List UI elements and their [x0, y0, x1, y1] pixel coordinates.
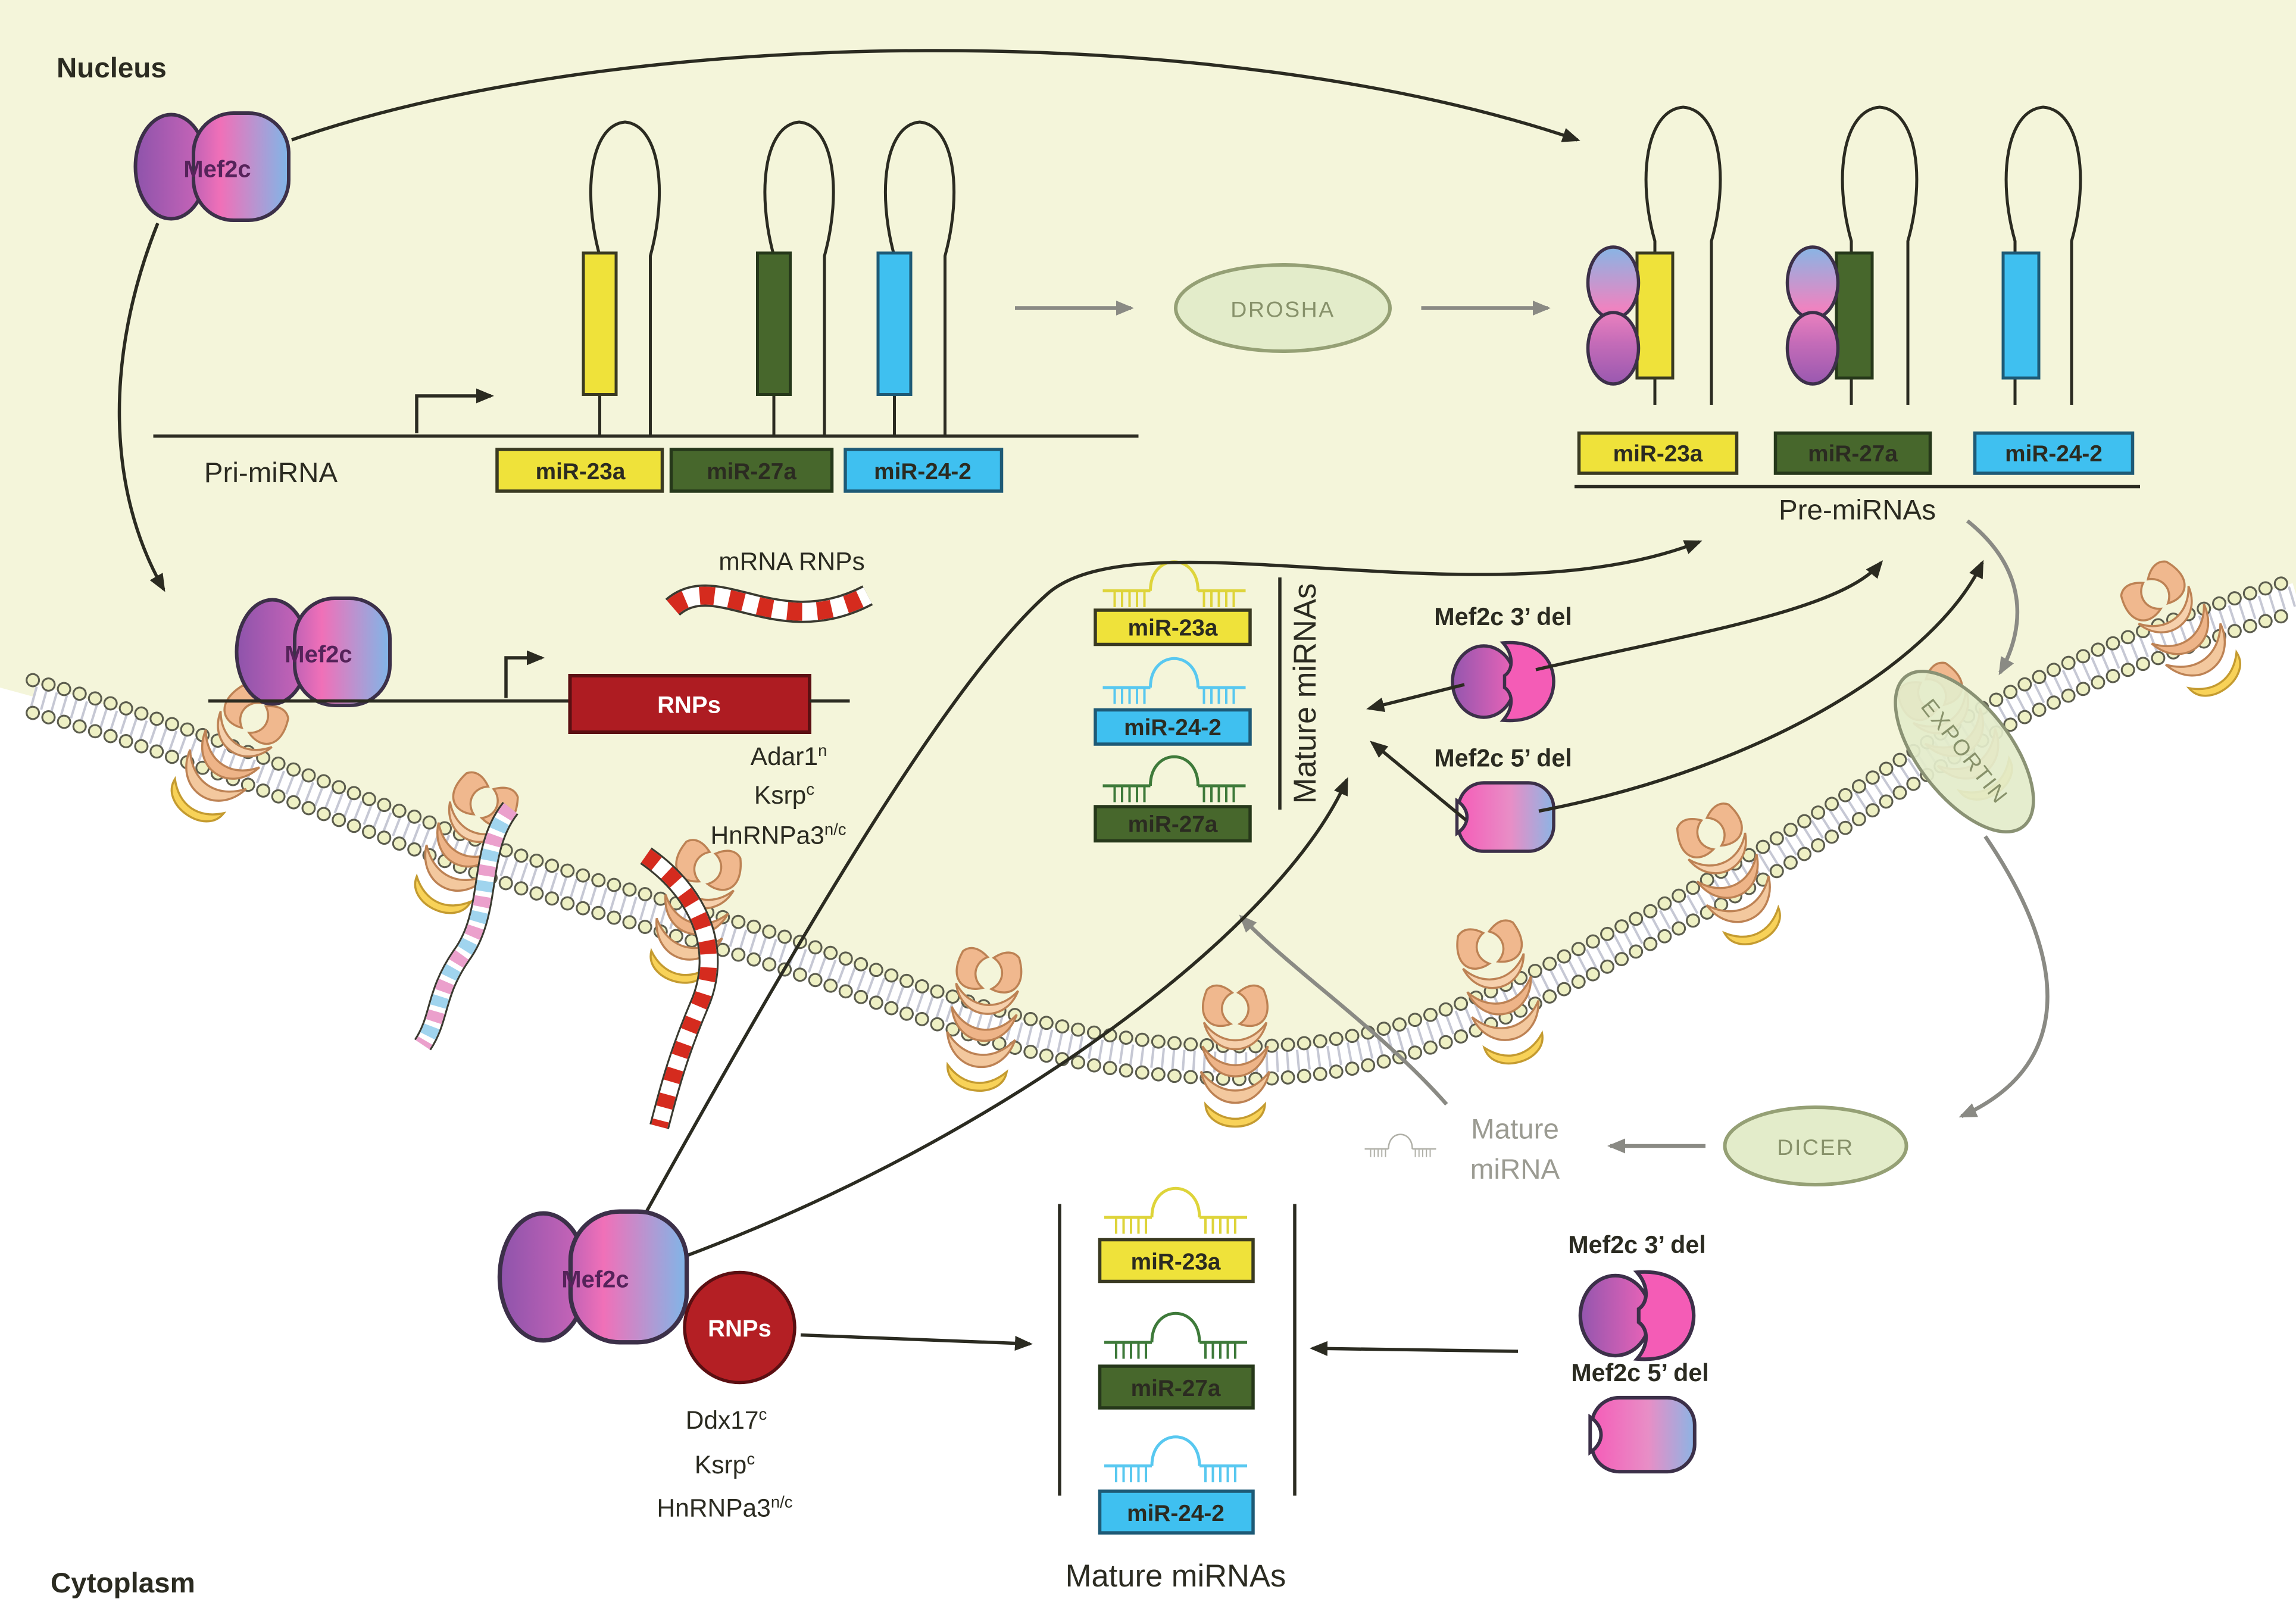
nuclear-cofactors: Adar1n Ksrpc HnRNPa3n/c — [710, 741, 846, 850]
arrow-3del-to-pre — [1535, 560, 1883, 671]
rnp-ribbon-pink — [414, 802, 519, 1051]
arrow-complex-to-mature-mid — [681, 777, 1349, 1260]
mef2c-bottom-label: Mef2c — [561, 1267, 629, 1293]
mature-mirnas-cytoplasm: miR-23a miR-27a miR-24-2 Mature miRNAs — [1058, 1188, 1297, 1594]
mef2c-3del-bottom-label: Mef2c 3’ del — [1568, 1231, 1706, 1258]
pri-mir27a-box-label: miR-27a — [707, 459, 796, 485]
arrow-complex-to-bottom-box — [800, 1333, 1033, 1351]
pre-mir27a-segment — [1835, 251, 1874, 380]
mef2c-3del-mid-label: Mef2c 3’ del — [1434, 603, 1572, 630]
pri-mirna-gene-boxes: miR-23a miR-27a miR-24-2 — [495, 448, 1004, 493]
mef2c-3del-bottom — [1580, 1272, 1694, 1360]
mef2c-5del-bottom — [1588, 1395, 1697, 1474]
arrow-exportin-to-dicer — [1958, 835, 2050, 1118]
mrna-rnps-label: mRNA RNPs — [719, 548, 865, 576]
promoter-arrow-rnps — [504, 650, 545, 698]
mef2c-row2-label: Mef2c — [285, 642, 352, 668]
mef2c-top: Mef2c — [136, 113, 289, 220]
rnp-ribbon-red — [640, 847, 719, 1129]
svg-text:HnRNPa3n/c: HnRNPa3n/c — [657, 1493, 792, 1523]
bottom-mir27a-label: miR-27a — [1131, 1376, 1221, 1401]
hnrnpa3-n-label: HnRNPa3 — [710, 822, 824, 850]
svg-text:Ddx17c: Ddx17c — [686, 1405, 767, 1435]
arrow-3del-to-mature — [1366, 683, 1465, 713]
arrow-5del-to-mature — [1370, 741, 1467, 822]
adar1-label: Adar1 — [751, 743, 818, 771]
ksrp-n-label: Ksrp — [754, 782, 806, 810]
mef2c-rnps-complex: Mef2c RNPs — [499, 1211, 796, 1385]
mid-mir27a-label: miR-27a — [1128, 812, 1218, 838]
cytoplasmic-cofactors: Ddx17c Ksrpc HnRNPa3n/c — [657, 1405, 792, 1523]
mature-bottom-label: Mature miRNAs — [1066, 1558, 1286, 1594]
drosha-ellipse — [1174, 263, 1392, 353]
ksrp-n-sup: c — [806, 780, 814, 798]
promoter-arrow-pri — [415, 388, 494, 433]
adar1-sup: n — [818, 741, 827, 760]
pri-mir23a-segment — [582, 251, 618, 396]
svg-text:Adar1n: Adar1n — [751, 741, 827, 771]
svg-text:HnRNPa3n/c: HnRNPa3n/c — [710, 820, 846, 850]
pri-mir242-segment — [876, 251, 913, 396]
dicer-label: DICER — [1777, 1135, 1854, 1160]
rnps-gene-label: RNPs — [657, 692, 721, 719]
arrow-5del-to-pre — [1538, 560, 1984, 813]
pre-mirnas-label: Pre-miRNAs — [1779, 495, 1936, 526]
pri-mirna-label: Pri-miRNA — [204, 457, 338, 489]
mef2c-top-label: Mef2c — [183, 157, 251, 183]
mef2c-5del-bottom-label: Mef2c 5’ del — [1571, 1359, 1709, 1386]
ksrp-c-sup: c — [746, 1450, 755, 1468]
ddx17-sup: c — [759, 1405, 767, 1423]
dicer-ellipse — [1723, 1105, 1908, 1186]
svg-text:Ksrpc: Ksrpc — [754, 780, 814, 810]
mef2c-3del-mid — [1452, 643, 1554, 721]
arrow-gray-to-nucleus — [1239, 914, 1448, 1106]
hnrnpa3-c-sup: n/c — [771, 1493, 793, 1511]
pri-mir27a-segment — [756, 251, 792, 396]
mid-mir242-label: miR-24-2 — [1124, 715, 1222, 741]
pre-mir23a-segment — [1635, 251, 1675, 380]
mature-gray-line1: Mature — [1471, 1114, 1559, 1145]
exportin-ellipse — [1894, 669, 2035, 834]
rnps-circle-label: RNPs — [708, 1316, 771, 1342]
cytoplasm-label: Cytoplasm — [51, 1567, 195, 1599]
mef2c-rnps-row: Mef2c RNPs — [208, 598, 850, 734]
mature-mid-label: Mature miRNAs — [1288, 583, 1323, 804]
arrow-mef2c-to-rnps-row — [117, 222, 165, 592]
pre-hairpins — [1644, 105, 2082, 405]
arrow-mef2c-to-premirna — [291, 49, 1580, 142]
pre-mir27a-box-label: miR-27a — [1808, 441, 1898, 467]
pri-hairpins — [589, 120, 956, 436]
mef2c-5del-mid-label: Mef2c 5’ del — [1434, 745, 1572, 772]
arrow-pre-to-exportin — [1966, 519, 2020, 676]
rnps-circle — [683, 1270, 796, 1385]
pre-mir242-segment — [2001, 251, 2041, 380]
pre-mirna-boxes: miR-23a miR-27a miR-24-2 — [1577, 431, 2135, 475]
mature-mirnas-nuclear: miR-23a miR-24-2 miR-27a Mature miRNAs — [1094, 562, 1323, 843]
bottom-mir23a-label: miR-23a — [1131, 1250, 1221, 1275]
nucleus-label: Nucleus — [57, 52, 167, 84]
ksrp-c-label: Ksrp — [695, 1451, 746, 1479]
mid-mir23a-label: miR-23a — [1128, 616, 1218, 641]
arrow-complex-to-pre — [638, 540, 1703, 1225]
mef2c-5del-mid — [1455, 781, 1555, 853]
drosha-label: DROSHA — [1230, 297, 1335, 322]
nucleus-region — [0, 0, 2296, 1063]
hnrnpa3-c-label: HnRNPa3 — [657, 1495, 770, 1523]
hnrnpa3-n-sup: n/c — [824, 820, 846, 839]
mature-gray-line2: miRNA — [1470, 1154, 1560, 1185]
pri-mir23a-box-label: miR-23a — [536, 459, 626, 485]
arrow-dels-to-bottom-box — [1310, 1341, 1519, 1356]
mature-bottom-bars — [1058, 1204, 1297, 1496]
mature-mirna-gray: Mature miRNA — [1364, 1114, 1560, 1185]
pre-mir23a-box-label: miR-23a — [1613, 441, 1703, 467]
pre-mir242-box-label: miR-24-2 — [2005, 441, 2103, 467]
ddx17-label: Ddx17 — [686, 1407, 759, 1435]
pri-mir242-box-label: miR-24-2 — [874, 459, 971, 485]
svg-text:Ksrpc: Ksrpc — [695, 1450, 755, 1479]
mrna-rnps-ribbon — [665, 584, 873, 623]
rnps-gene-box — [568, 674, 811, 734]
bottom-mir242-label: miR-24-2 — [1127, 1501, 1224, 1526]
